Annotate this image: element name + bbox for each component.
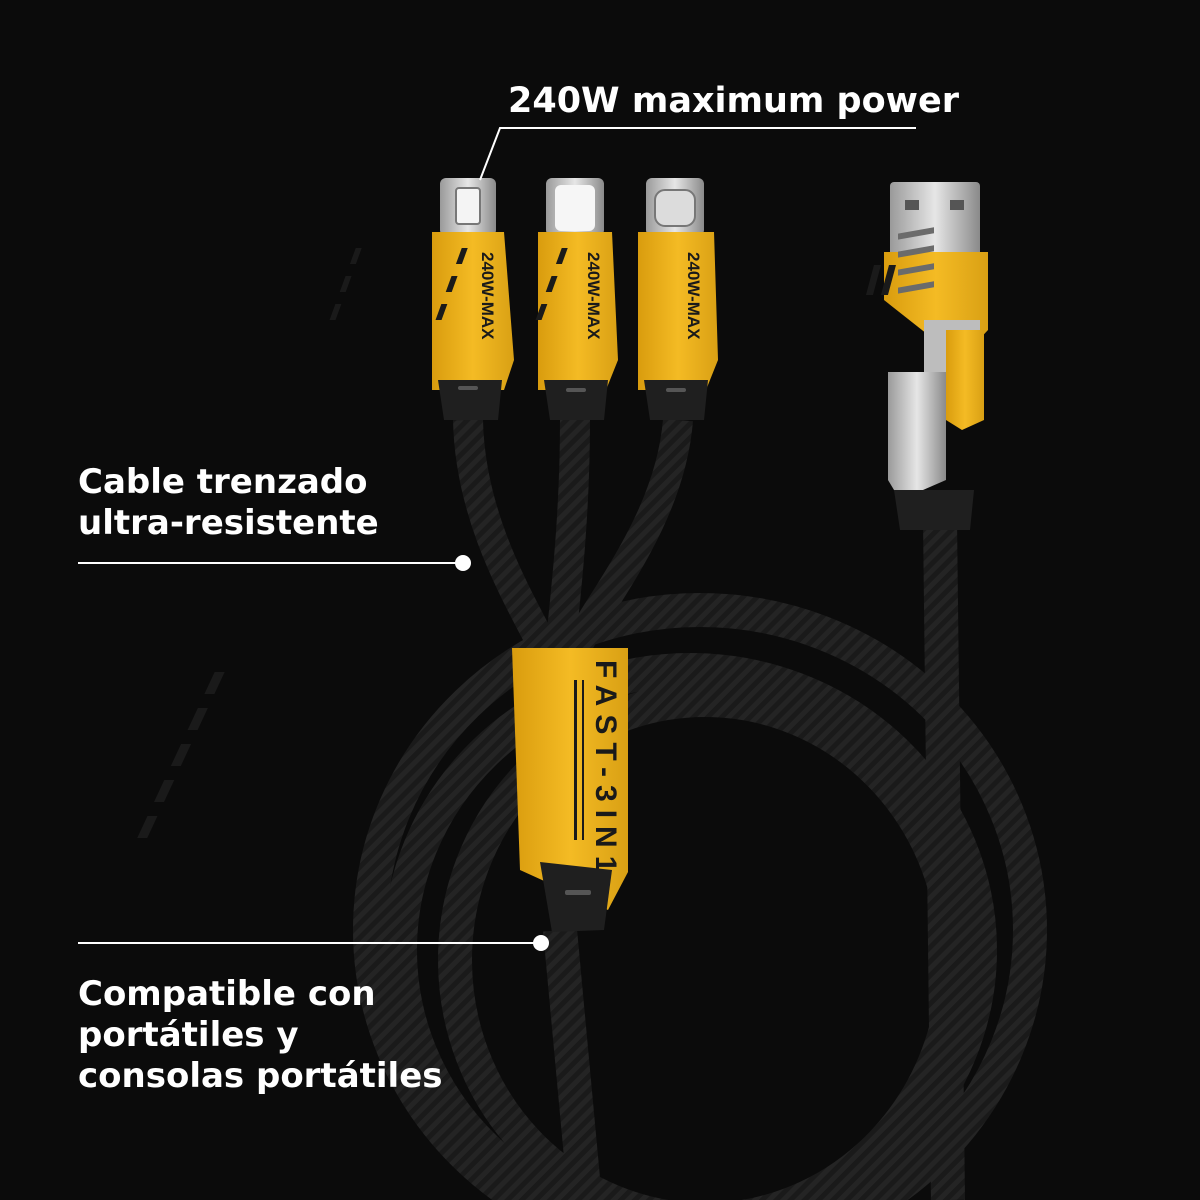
callout-dot-cable: [455, 555, 471, 571]
connector-3: 240W-MAX: [535, 178, 718, 420]
connector-1: 240W-MAX: [329, 178, 514, 420]
connector-3-label: 240W-MAX: [684, 252, 703, 340]
callout-compat-line-1: Compatible con: [78, 974, 376, 1014]
callout-power-text: 240W maximum power: [508, 81, 959, 121]
cable-bottom: [543, 928, 602, 1200]
hub-label: FAST-3IN1: [589, 660, 622, 880]
callout-cable-line-1: Cable trenzado: [78, 462, 368, 502]
cable-hub: FAST-3IN1: [137, 648, 628, 932]
callout-lines: [78, 127, 916, 944]
connector-1-label: 240W-MAX: [478, 252, 497, 340]
callout-compat-line-3: consolas portátiles: [78, 1055, 443, 1096]
callout-cable: Cable trenzado ultra-resistente: [78, 462, 379, 544]
callout-cable-line-2: ultra-resistente: [78, 502, 379, 543]
usb-combo-head: [865, 182, 988, 530]
connector-2-label: 240W-MAX: [584, 252, 603, 340]
callout-power: 240W maximum power: [508, 80, 959, 122]
cable-right: [923, 519, 965, 1200]
cable-branches: [453, 418, 693, 657]
connector-2: 240W-MAX: [435, 178, 618, 420]
callout-compat-line-2: portátiles y: [78, 1014, 299, 1055]
callout-dot-compat: [533, 935, 549, 951]
callout-compat: Compatible con portátiles y consolas por…: [78, 974, 443, 1096]
